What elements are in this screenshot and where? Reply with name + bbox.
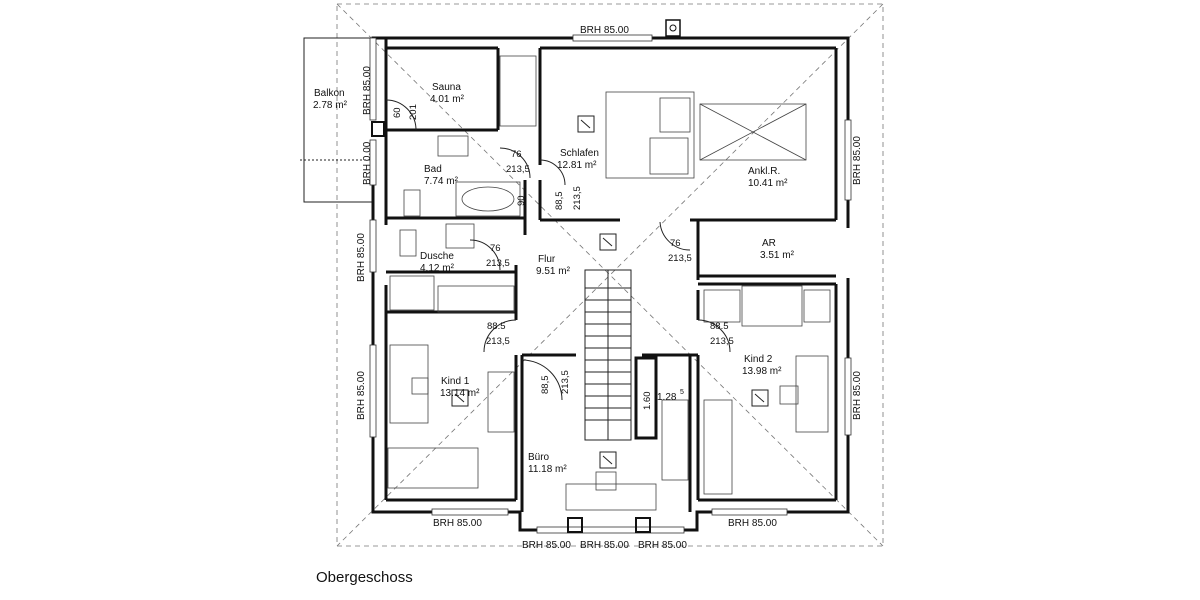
room-name-balkon: Balkon xyxy=(314,88,345,99)
brh-bottom-buero-2: BRH 85.00 xyxy=(580,540,629,551)
room-area-balkon: 2.78 m² xyxy=(313,100,348,111)
brh-bottom-right: BRH 85.00 xyxy=(728,518,777,529)
room-area-bad: 7.74 m² xyxy=(424,176,459,187)
dim-bad-door-h: 213,5 xyxy=(506,164,530,175)
smoke-detectors xyxy=(451,115,769,469)
dim-bad-door-w: 76 xyxy=(511,149,522,160)
room-name-schlafen: Schlafen xyxy=(560,148,599,159)
dim-stair-h: 1.60 xyxy=(642,392,653,411)
dim-stair-w-sup: 5 xyxy=(680,389,684,396)
dim-sauna-door-h: 201 xyxy=(408,104,419,120)
dim-kind1-door-w: 88.5 xyxy=(487,321,506,332)
room-name-ar: AR xyxy=(762,238,776,249)
room-name-ankl: Ankl.R. xyxy=(748,166,780,177)
furniture xyxy=(387,55,831,511)
room-area-ar: 3.51 m² xyxy=(760,250,795,261)
dim-kind1-door-h: 213,5 xyxy=(486,336,510,347)
room-area-dusche: 4.12 m² xyxy=(420,263,455,274)
brh-bottom-left: BRH 85.00 xyxy=(433,518,482,529)
drawing-title: Obergeschoss xyxy=(316,569,413,586)
brh-bottom-buero-3: BRH 85.00 xyxy=(638,540,687,551)
brh-left-dusche: BRH 85.00 xyxy=(356,233,367,282)
brh-left-balcony: BRH 0.00 xyxy=(362,141,373,185)
dim-ar-door-w: 76 xyxy=(670,238,681,249)
room-area-flur: 9.51 m² xyxy=(536,266,571,277)
room-name-kind2: Kind 2 xyxy=(744,354,773,365)
dim-schlafen-door-w: 88,5 xyxy=(554,192,565,211)
room-area-buero: 11.18 m² xyxy=(528,464,567,475)
balcony xyxy=(300,37,373,203)
room-area-kind2: 13.98 m² xyxy=(742,366,782,377)
dim-ar-door-h: 213,5 xyxy=(668,253,692,264)
room-area-sauna: 4.01 m² xyxy=(430,94,465,105)
roof-outline xyxy=(336,3,884,547)
windows xyxy=(369,19,852,534)
brh-left-upper: BRH 85.00 xyxy=(362,66,373,115)
room-area-kind1: 13.14 m² xyxy=(440,388,480,399)
brh-right-upper: BRH 85.00 xyxy=(852,136,863,185)
dim-buero-door-w: 88,5 xyxy=(540,376,551,395)
brh-left-kind1: BRH 85.00 xyxy=(356,371,367,420)
dim-bad-side-w: 90 xyxy=(516,195,527,206)
dim-dusche-door-h: 213,5 xyxy=(486,258,510,269)
brh-top: BRH 85.00 xyxy=(580,25,629,36)
room-area-schlafen: 12.81 m² xyxy=(557,160,597,171)
dim-schlafen-door-h: 213,5 xyxy=(572,186,583,210)
brh-labels: BRH 85.00 BRH 85.00 BRH 0.00 BRH 85.00 B… xyxy=(356,25,863,551)
dim-stair-w: 1.28 xyxy=(657,392,677,403)
room-labels: Balkon 2.78 m² Sauna 4.01 m² Bad 7.74 m²… xyxy=(313,82,795,475)
door-swings xyxy=(385,99,731,401)
room-name-buero: Büro xyxy=(528,452,550,463)
staircase xyxy=(584,269,632,441)
dim-kind2-door-w: 88.5 xyxy=(710,321,729,332)
brh-right-lower: BRH 85.00 xyxy=(852,371,863,420)
dim-sauna-door-w: 60 xyxy=(392,107,403,118)
dimension-labels: 60 201 76 213,5 90 88,5 213,5 76 213,5 7… xyxy=(392,104,734,410)
room-name-bad: Bad xyxy=(424,164,442,175)
room-name-flur: Flur xyxy=(538,254,556,265)
brh-bottom-buero-1: BRH 85.00 xyxy=(522,540,571,551)
room-name-kind1: Kind 1 xyxy=(441,376,470,387)
room-name-dusche: Dusche xyxy=(420,251,454,262)
dim-kind2-door-h: 213,5 xyxy=(710,336,734,347)
dim-buero-door-h: 213,5 xyxy=(560,370,571,394)
dim-dusche-door-w: 76 xyxy=(490,243,501,254)
room-area-ankl: 10.41 m² xyxy=(748,178,788,189)
room-name-sauna: Sauna xyxy=(432,82,461,93)
interior-walls xyxy=(384,38,838,512)
